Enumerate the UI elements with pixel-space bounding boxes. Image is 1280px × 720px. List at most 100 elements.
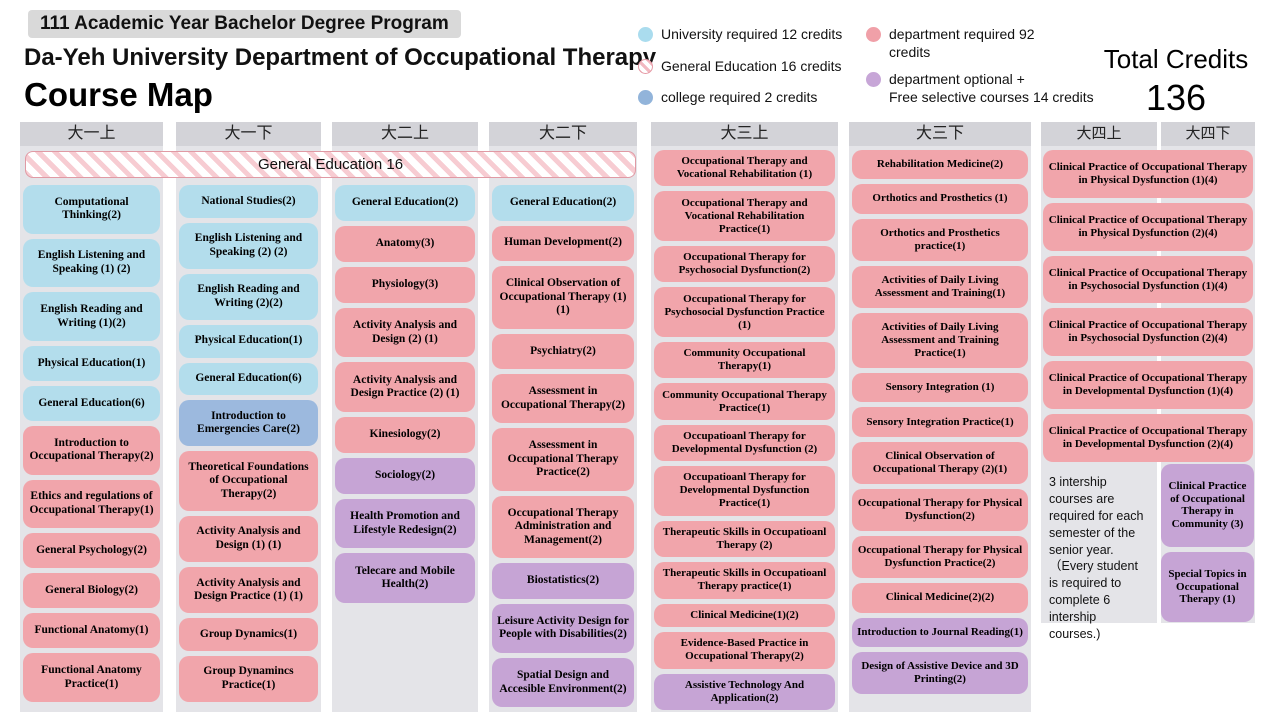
course-title: Orthotics and Prosthetics practice(1) bbox=[880, 226, 1000, 252]
course-title: English Reading and Writing (1)(2) bbox=[40, 303, 143, 329]
course-title: Introduction to Journal Reading(1) bbox=[857, 625, 1023, 638]
program-badge: 111 Academic Year Bachelor Degree Progra… bbox=[28, 10, 461, 38]
course-title: Physical Education(1) bbox=[194, 334, 303, 347]
course-card: Biostatistics(2) bbox=[492, 563, 634, 599]
course-card: Human Development(2) bbox=[492, 225, 634, 261]
course-title: Activities of Daily Living Assessment an… bbox=[881, 321, 999, 360]
course-card: Assessment in Occupational Therapy(2) bbox=[492, 374, 634, 424]
course-card: Assessment in Occupational Therapy Pract… bbox=[492, 428, 634, 491]
legend-item: department optional + Free selective cou… bbox=[866, 71, 1131, 106]
course-card: Community Occupational Therapy Practice(… bbox=[654, 383, 835, 420]
course-title: Orthotics and Prosthetics (1) bbox=[872, 192, 1008, 205]
course-title: National Studies(2) bbox=[201, 194, 296, 207]
course-card: Activities of Daily Living Assessment an… bbox=[852, 312, 1028, 369]
course-card: Functional Anatomy(1) bbox=[23, 613, 160, 649]
course-title: Theoretical Foundations of Occupational … bbox=[188, 460, 309, 500]
senior-section: 大四上 大四下 Clinical Practice of Occupationa… bbox=[1041, 122, 1255, 641]
course-title: Anatomy(3) bbox=[375, 237, 435, 250]
course-title: Activities of Daily Living Assessment an… bbox=[874, 273, 1006, 299]
course-card: Telecare and Mobile Health(2) bbox=[335, 553, 475, 603]
course-title: Ethics and regulations of Occupational T… bbox=[29, 490, 154, 516]
course-title: English Reading and Writing (2)(2) bbox=[197, 283, 300, 309]
course-card: General Education(6) bbox=[179, 362, 318, 396]
column-header: 大一下 bbox=[176, 122, 321, 146]
course-card: Group Dynamics(1) bbox=[179, 618, 318, 651]
course-card: Group Dynamincs Practice(1) bbox=[179, 655, 318, 703]
course-card: General Education(2) bbox=[492, 185, 634, 221]
course-card: Orthotics and Prosthetics practice(1) bbox=[852, 218, 1028, 261]
course-title: Therapeutic Skills in Occupatioanl Thera… bbox=[662, 567, 827, 593]
legend-swatch-icon bbox=[638, 90, 653, 105]
course-card: Rehabilitation Medicine(2) bbox=[852, 150, 1028, 180]
course-title: Physiology(3) bbox=[371, 278, 439, 291]
legend-swatch-icon bbox=[866, 72, 881, 87]
legend-swatch-icon bbox=[866, 27, 881, 42]
course-card: Occupational Therapy for Physical Dysfun… bbox=[852, 536, 1028, 579]
course-card: Introduction to Journal Reading(1) bbox=[852, 617, 1028, 647]
legend-item: department required 92 credits bbox=[866, 26, 1131, 61]
course-card: Sociology(2) bbox=[335, 457, 475, 494]
course-title: Clinical Medicine(1)(2) bbox=[690, 608, 799, 621]
course-card: English Reading and Writing (2)(2) bbox=[179, 273, 318, 320]
university-title: Da-Yeh University Department of Occupati… bbox=[24, 44, 657, 71]
course-title: Human Development(2) bbox=[504, 236, 622, 249]
course-title: Activity Analysis and Design (2) (1) bbox=[352, 319, 458, 345]
course-card: Leisure Activity Design for People with … bbox=[492, 603, 634, 653]
course-title: Occupational Therapy and Vocational Reha… bbox=[681, 196, 808, 235]
course-title: Occupational Therapy for Physical Dysfun… bbox=[857, 544, 1023, 570]
course-title: Psychiatry(2) bbox=[530, 344, 596, 357]
course-title: Activity Analysis and Design Practice (1… bbox=[194, 576, 303, 603]
course-card: Functional Anatomy Practice(1) bbox=[23, 653, 160, 703]
course-card: Orthotics and Prosthetics (1) bbox=[852, 184, 1028, 214]
course-title: General Education(6) bbox=[38, 396, 145, 409]
course-card: Occupational Therapy and Vocational Reha… bbox=[654, 191, 835, 241]
legend-column-2: department required 92 credits departmen… bbox=[866, 26, 1131, 106]
course-title: Clinical Observation of Occupational The… bbox=[499, 276, 627, 317]
course-title: Functional Anatomy(1) bbox=[34, 624, 149, 637]
course-card: Clinical Medicine(2)(2) bbox=[852, 583, 1028, 613]
course-card: Theoretical Foundations of Occupational … bbox=[179, 451, 318, 511]
course-title: General Education(2) bbox=[509, 195, 617, 208]
course-title: Rehabilitation Medicine(2) bbox=[876, 158, 1004, 171]
course-title: Occupational Therapy for Psychosocial Dy… bbox=[678, 251, 811, 277]
course-title: Community Occupational Therapy Practice(… bbox=[662, 388, 827, 414]
legend-column-1: University required 12 credits General E… bbox=[638, 26, 863, 107]
course-list: Occupational Therapy and Vocational Reha… bbox=[651, 150, 838, 711]
course-card: Clinical Practice of Occupational Therap… bbox=[1043, 150, 1253, 198]
column-header: 大四上 bbox=[1041, 122, 1157, 146]
course-title: Occupational Therapy for Psychosocial Dy… bbox=[664, 292, 825, 331]
course-title: Biostatistics(2) bbox=[526, 574, 600, 587]
course-title: Therapeutic Skills in Occupatioanl Thera… bbox=[662, 525, 827, 551]
course-card: General Psychology(2) bbox=[23, 533, 160, 569]
legend-swatch-icon bbox=[638, 27, 653, 42]
course-card: Health Promotion and Lifestyle Redesign(… bbox=[335, 498, 475, 549]
legend-item-label: department required 92 credits bbox=[889, 26, 1035, 60]
legend-item: General Education 16 credits bbox=[638, 58, 863, 76]
course-title: Community Occupational Therapy(1) bbox=[683, 347, 806, 373]
semester-column-3: 大二上 General Education(2) Anatomy(3) Phys… bbox=[332, 122, 478, 712]
course-card: Occupational Therapy for Physical Dysfun… bbox=[852, 488, 1028, 532]
course-title: Clinical Practice of Occupational Therap… bbox=[1168, 479, 1247, 531]
course-list: National Studies(2) English Listening an… bbox=[176, 185, 321, 703]
total-credits-label: Total Credits bbox=[1103, 44, 1249, 74]
course-card: Spatial Design and Accesible Environment… bbox=[492, 658, 634, 708]
course-card: Clinical Practice of Occupational Therap… bbox=[1043, 414, 1253, 462]
course-title: Clinical Observation of Occupational The… bbox=[872, 449, 1008, 475]
course-card: General Biology(2) bbox=[23, 573, 160, 609]
course-title: Health Promotion and Lifestyle Redesign(… bbox=[350, 510, 460, 536]
course-list: Rehabilitation Medicine(2) Orthotics and… bbox=[849, 150, 1031, 694]
legend-item-label: University required 12 credits bbox=[661, 26, 843, 42]
course-title: Occupatioanl Therapy for Developmental D… bbox=[679, 471, 810, 510]
course-title: English Listening and Speaking (1) (2) bbox=[37, 249, 146, 275]
course-card: General Education(2) bbox=[335, 185, 475, 221]
course-card: Physiology(3) bbox=[335, 266, 475, 303]
course-card: Psychiatry(2) bbox=[492, 333, 634, 370]
course-title: Introduction to Occupational Therapy(2) bbox=[29, 436, 154, 463]
course-title: Occupational Therapy Administration and … bbox=[507, 506, 619, 546]
senior-internship-note: 3 intership courses are required for eac… bbox=[1049, 475, 1144, 641]
course-card: English Reading and Writing (1)(2) bbox=[23, 292, 160, 341]
course-card: Assistive Technology And Application(2) bbox=[654, 673, 835, 711]
course-title: Clinical Practice of Occupational Therap… bbox=[1048, 160, 1248, 186]
column-header: 大三下 bbox=[849, 122, 1031, 146]
course-card: Activity Analysis and Design (1) (1) bbox=[179, 515, 318, 563]
